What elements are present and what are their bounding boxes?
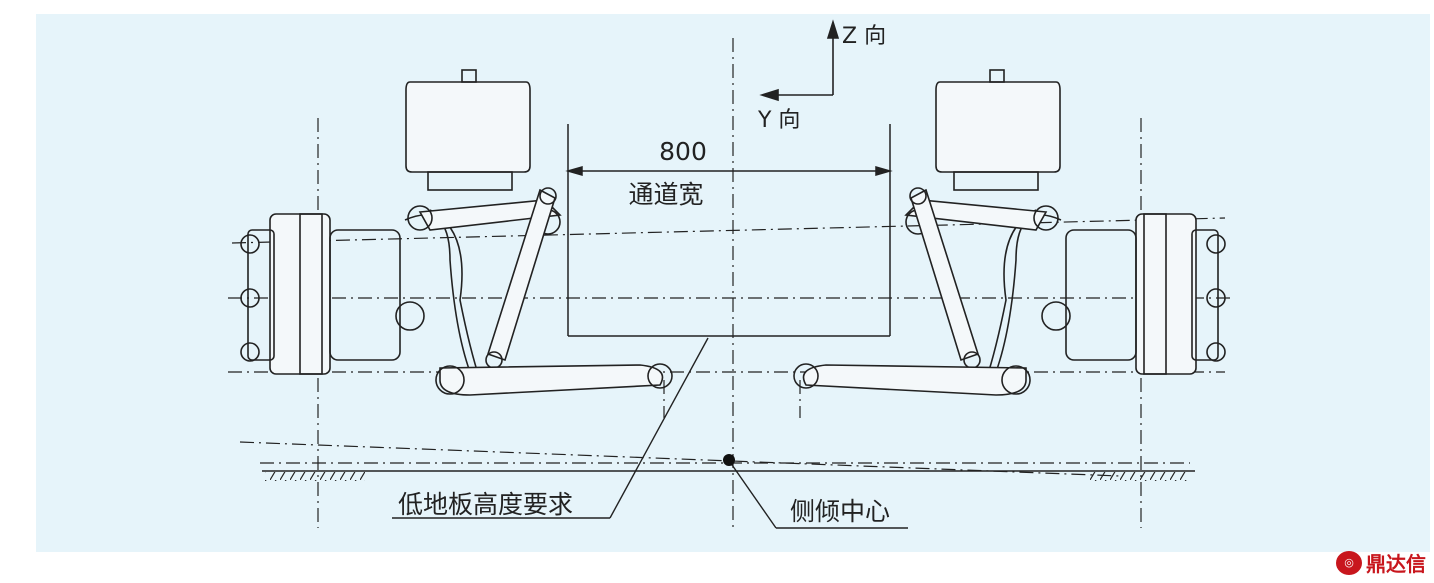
right-suspension	[793, 69, 1226, 396]
channel-box	[565, 124, 893, 337]
leader-lines	[392, 337, 908, 529]
dimension-value: 800	[659, 137, 707, 166]
y-axis-label: Y 向	[757, 108, 800, 133]
floor-requirement-label: 低地板高度要求	[398, 490, 573, 519]
roll-center-point	[723, 454, 735, 466]
z-axis-label: Z 向	[842, 24, 886, 49]
left-suspension	[240, 69, 673, 396]
roll-center-label: 侧倾中心	[790, 497, 890, 526]
axis-indicator	[759, 19, 840, 102]
logo-text: 鼎达信	[1366, 552, 1426, 576]
ground-line	[262, 470, 1195, 481]
dimension-caption: 通道宽	[628, 180, 703, 209]
brand-logo: ◎ 鼎达信	[1336, 548, 1426, 577]
logo-mark-icon: ◎	[1336, 550, 1362, 575]
